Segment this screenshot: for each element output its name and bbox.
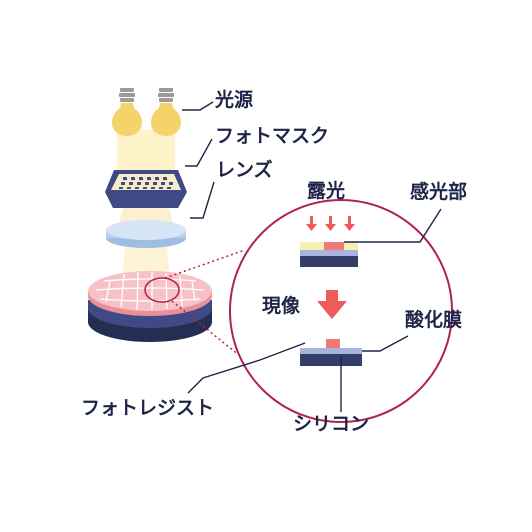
wafer bbox=[88, 271, 212, 342]
label-silicon: シリコン bbox=[293, 413, 370, 435]
photomask bbox=[105, 170, 187, 208]
label-development: 現像 bbox=[262, 295, 301, 317]
leader-lines bbox=[182, 101, 442, 412]
bulb-right bbox=[151, 88, 181, 136]
lens bbox=[106, 220, 186, 248]
label-photoresist: フォトレジスト bbox=[81, 397, 215, 419]
label-oxide-film: 酸化膜 bbox=[405, 309, 463, 331]
label-light-source: 光源 bbox=[215, 89, 254, 111]
label-lens: レンズ bbox=[216, 159, 273, 181]
down-arrow-icon bbox=[317, 290, 347, 319]
bulb-left bbox=[112, 88, 142, 136]
label-exposure: 露光 bbox=[307, 180, 346, 202]
light-bulb-icon bbox=[112, 88, 181, 136]
exposure-stage bbox=[300, 216, 358, 267]
development-stage bbox=[300, 339, 362, 366]
exposure-arrows bbox=[306, 216, 355, 231]
label-photomask: フォトマスク bbox=[215, 125, 330, 147]
zoom-guide-lines bbox=[164, 249, 251, 365]
label-photosensitive-part: 感光部 bbox=[410, 181, 468, 203]
magnified-view-circle bbox=[229, 199, 453, 423]
